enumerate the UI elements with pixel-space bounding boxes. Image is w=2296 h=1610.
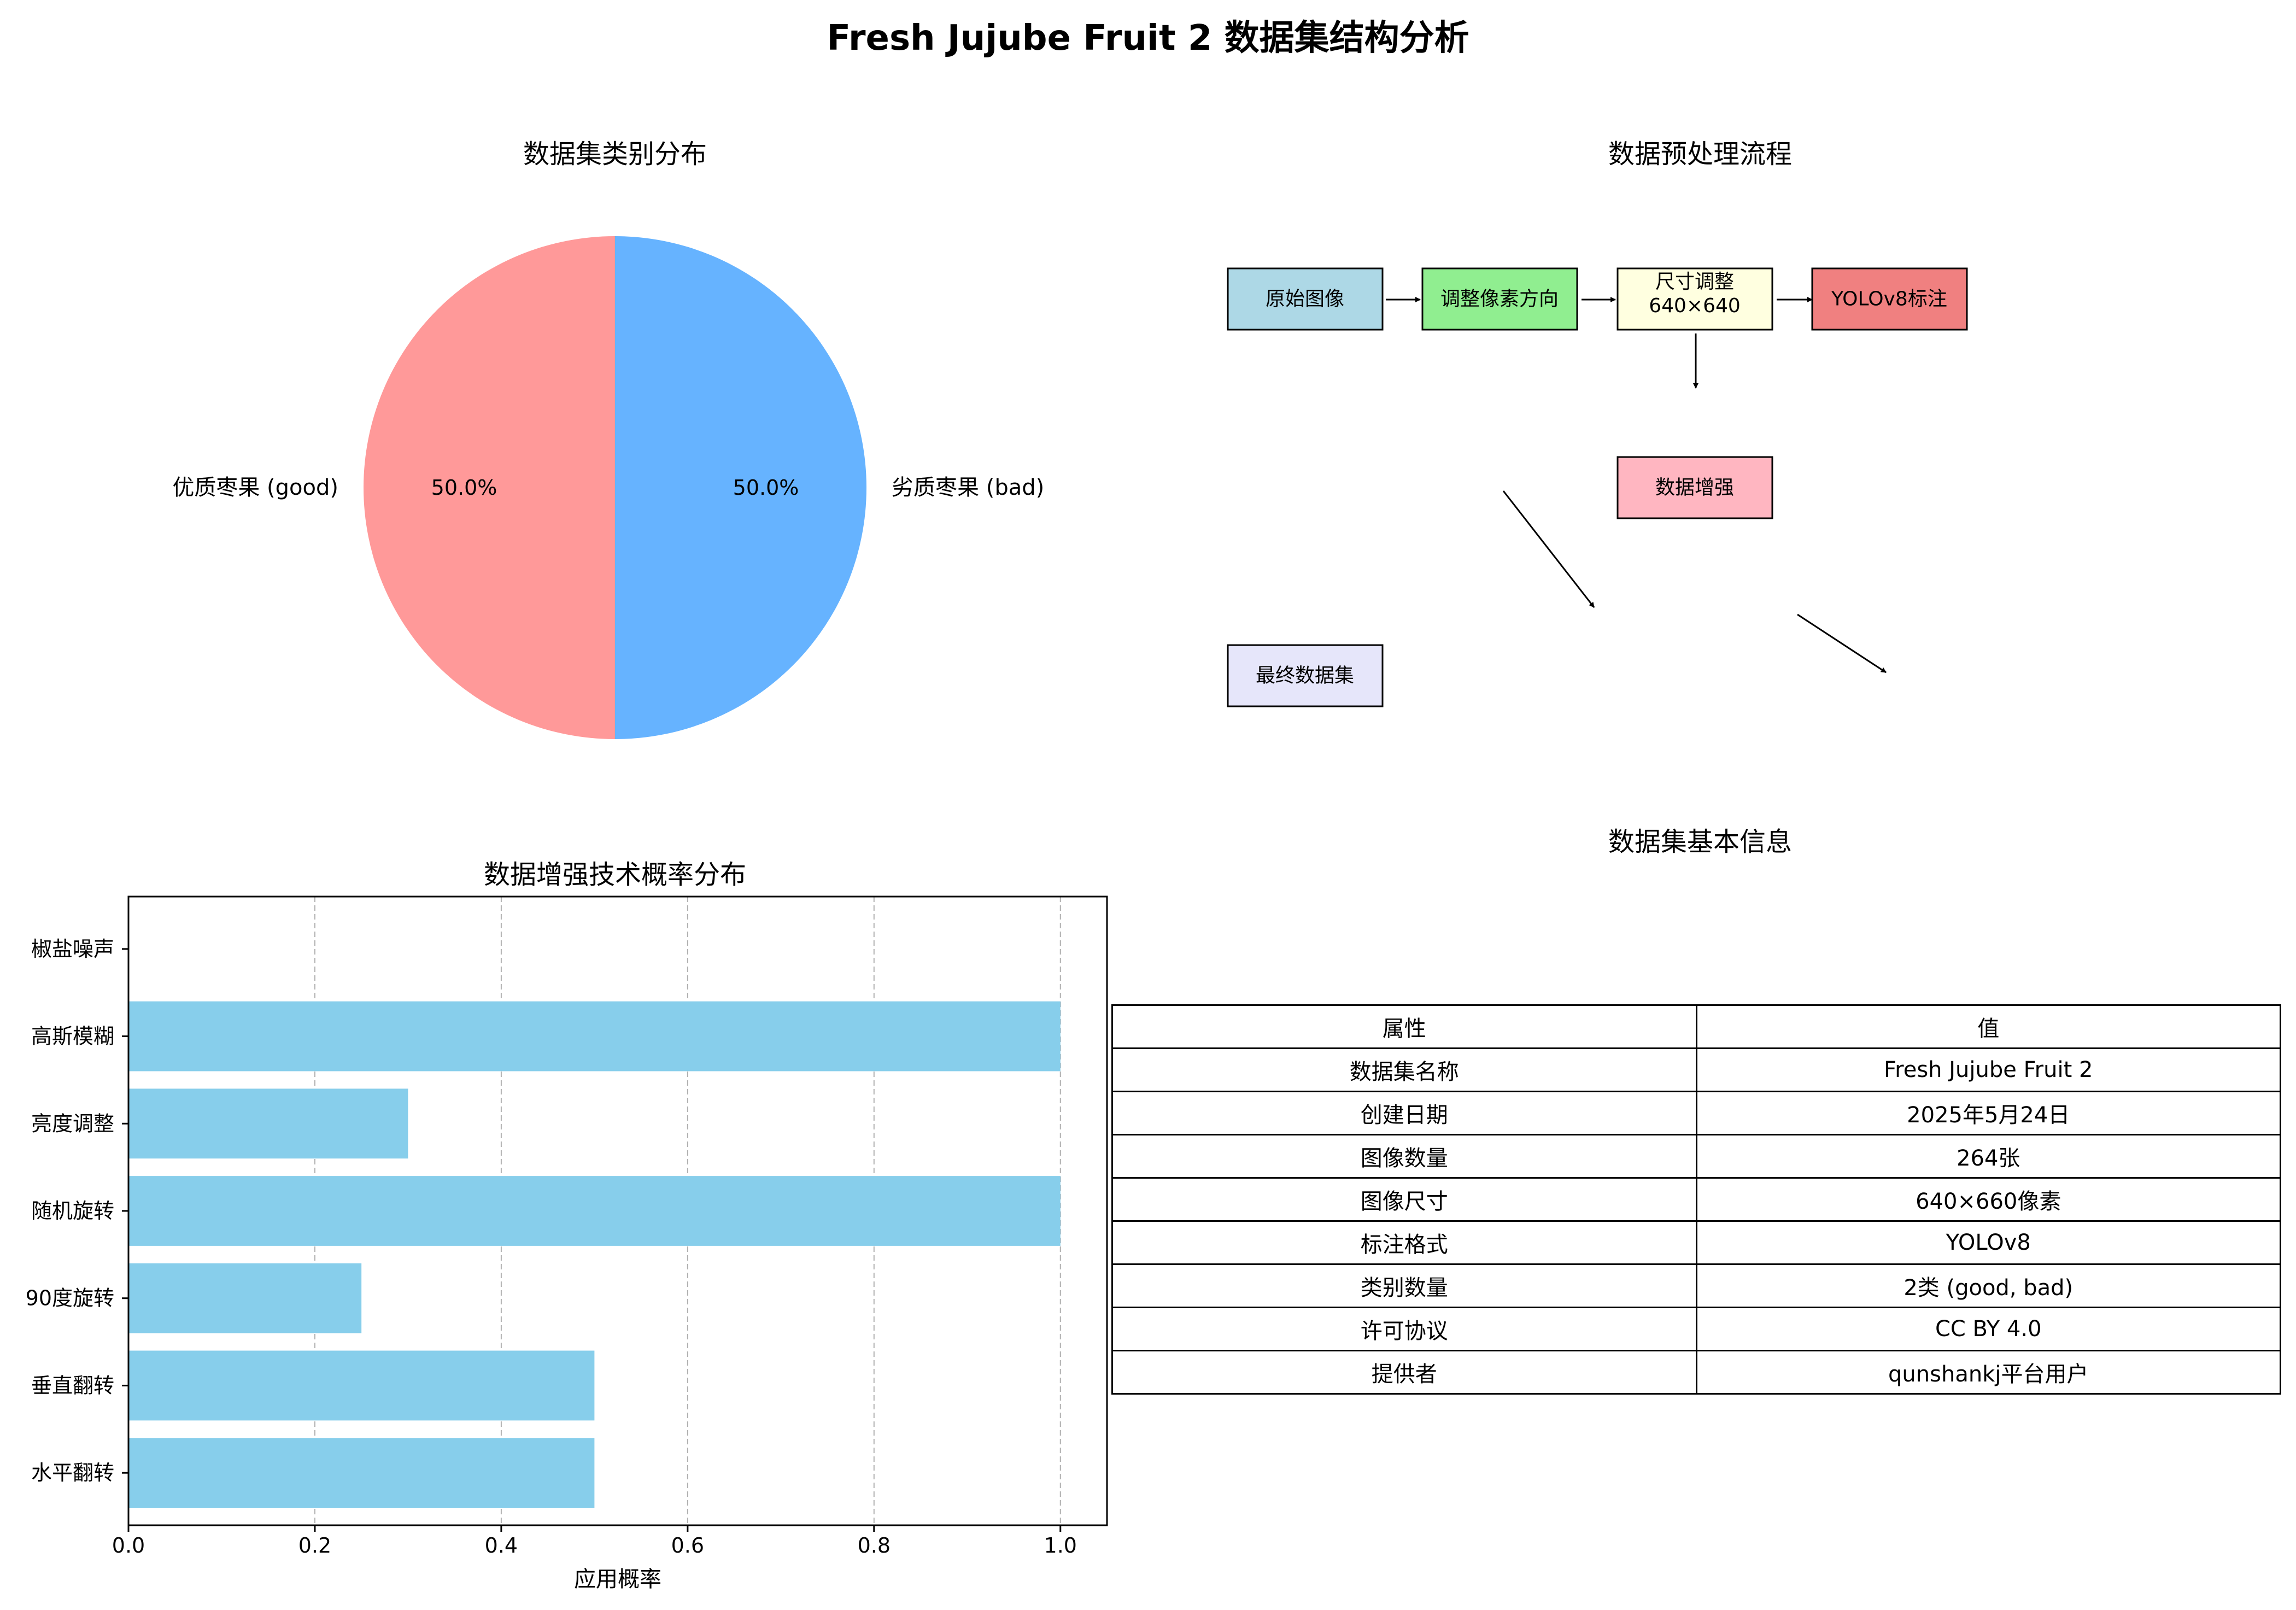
table-value-cell: qunshankj平台用户 [1695, 1350, 2281, 1395]
flow-title: 数据预处理流程 [1608, 139, 1792, 169]
pie-title: 数据集类别分布 [523, 139, 707, 169]
x-tick-label: 0.8 [858, 1533, 891, 1558]
y-tick-label: 椒盐噪声 [31, 937, 114, 961]
flow-box-orientation-label: 调整像素方向 [1440, 288, 1559, 311]
x-axis-label: 应用概率 [574, 1567, 661, 1592]
x-tick-label: 0.0 [112, 1533, 145, 1558]
table-value-cell: 2025年5月24日 [1695, 1091, 2281, 1135]
flow-box-augmentation-label: 数据增强 [1655, 477, 1734, 499]
flow-box-resize [1616, 267, 1773, 331]
table-attribute-cell: 许可协议 [1111, 1307, 1697, 1351]
pie-category-label: 优质枣果 (good) [172, 475, 338, 500]
pie-chart: 50.0% 优质枣果 (good) 50.0% 劣质枣果 (bad) [172, 236, 1044, 739]
table-value-cell: 2类 (good, bad) [1695, 1263, 2281, 1308]
bar [128, 1001, 1061, 1072]
flow-box-yolov8-annotation-label: YOLOv8标注 [1831, 288, 1947, 311]
x-tick-label: 0.6 [671, 1533, 704, 1558]
bar [128, 1263, 362, 1333]
flow-box-raw-images [1227, 267, 1384, 331]
table-attribute-cell: 提供者 [1111, 1350, 1697, 1395]
y-tick-label: 90度旋转 [26, 1286, 114, 1310]
flow-arrow [1502, 490, 1595, 608]
table-value-cell: Fresh Jujube Fruit 2 [1695, 1047, 2281, 1092]
table-header-cell: 属性 [1111, 1004, 1697, 1049]
y-tick-label: 高斯模糊 [31, 1024, 114, 1049]
flow-box-final-dataset [1227, 644, 1384, 707]
table-header-cell: 值 [1695, 1004, 2281, 1049]
table-attribute-cell: 标注格式 [1111, 1220, 1697, 1265]
pie-percent-label: 50.0% [431, 476, 497, 500]
table-title: 数据集基本信息 [1608, 827, 1792, 857]
y-tick-label: 亮度调整 [31, 1111, 114, 1135]
table-attribute-cell: 图像尺寸 [1111, 1177, 1697, 1222]
bar-title: 数据增强技术概率分布 [483, 859, 746, 890]
x-tick-label: 0.2 [298, 1533, 331, 1558]
x-tick-label: 0.4 [485, 1533, 518, 1558]
flow-box-final-dataset-label: 最终数据集 [1256, 665, 1354, 687]
flow-box-yolov8-annotation [1811, 267, 1968, 331]
flow-box-orientation [1421, 267, 1578, 331]
bar [128, 1438, 595, 1508]
plot-frame [127, 895, 1108, 1526]
table-value-cell: YOLOv8 [1695, 1220, 2281, 1265]
pie-percent-label: 50.0% [733, 476, 799, 500]
flow-box-raw-images-label: 原始图像 [1266, 288, 1344, 311]
pie-slice [615, 236, 866, 739]
table-value-cell: 640×660像素 [1695, 1177, 2281, 1222]
table-attribute-cell: 类别数量 [1111, 1263, 1697, 1308]
y-tick-label: 随机旋转 [31, 1199, 114, 1223]
pie-category-label: 劣质枣果 (bad) [892, 475, 1044, 500]
figure-title: Fresh Jujube Fruit 2 数据集结构分析 [827, 18, 1469, 58]
bar [128, 1176, 1061, 1246]
flow-arrow [1797, 613, 1887, 674]
y-tick-label: 垂直翻转 [31, 1373, 114, 1397]
x-tick-label: 1.0 [1044, 1533, 1077, 1558]
bar [128, 1088, 408, 1159]
bar [128, 1350, 595, 1421]
table-header-row: 属性值 [1111, 1004, 2281, 1049]
table-attribute-cell: 创建日期 [1111, 1091, 1697, 1135]
table-attribute-cell: 数据集名称 [1111, 1047, 1697, 1092]
table-attribute-cell: 图像数量 [1111, 1134, 1697, 1179]
table-value-cell: 264张 [1695, 1134, 2281, 1179]
flow-box-augmentation [1616, 456, 1773, 519]
pie-slice [364, 236, 615, 739]
bar-chart: 水平翻转 垂直翻转 90度旋转 随机旋转 亮度调整 高斯模糊 椒盐噪声 0.0 0.2 0.4 0.… [26, 895, 1108, 1592]
y-tick-label: 水平翻转 [31, 1461, 114, 1485]
table-value-cell: CC BY 4.0 [1695, 1307, 2281, 1351]
